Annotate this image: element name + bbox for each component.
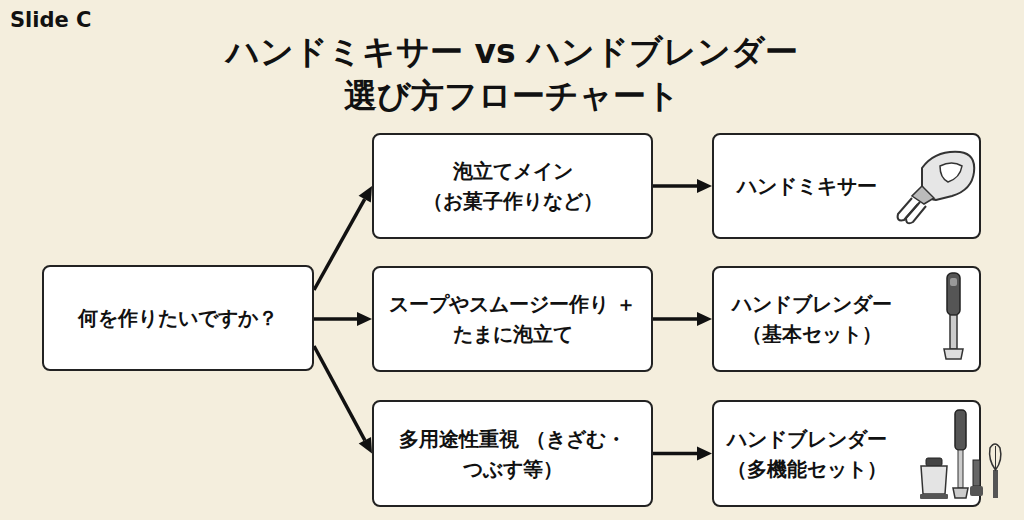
node-text: スープやスムージー作り ＋たまに泡立て (374, 289, 651, 349)
condition-box: 泡立てメイン （お菓子作りなど） (372, 133, 653, 239)
arrow-head (357, 312, 372, 326)
flow-arrow (653, 312, 712, 326)
arrow-line (314, 199, 365, 290)
node-text: 泡立てメイン （お菓子作りなど） (374, 156, 651, 216)
question-box: 何を作りたいですか？ (42, 265, 314, 371)
arrow-head (359, 437, 372, 454)
node-text: ハンドブレンダー （基本セット） (714, 289, 909, 349)
node-text: 多用途性重視 （きざむ・つぶす等） (374, 424, 651, 484)
node-text: ハンドミキサー (737, 171, 877, 201)
result-box: ハンドブレンダー （多機能セット） (712, 400, 981, 507)
arrow-head (697, 312, 712, 326)
flow-arrow (314, 186, 372, 290)
hand-mixer-illustration (898, 152, 975, 224)
hand-blender-illustration (944, 273, 963, 359)
flow-arrow (653, 179, 712, 193)
slide-label: Slide C (10, 8, 92, 32)
arrow-line (314, 346, 365, 440)
arrow-line (653, 184, 697, 188)
multi-set-illustration (920, 410, 1001, 499)
arrow-line (314, 317, 357, 321)
arrow-head (359, 186, 372, 203)
flow-arrow (314, 312, 372, 326)
arrow-line (653, 317, 697, 321)
node-text: 何を作りたいですか？ (78, 303, 278, 333)
arrow-head (697, 447, 712, 461)
slide-title: ハンドミキサー vs ハンドブレンダー 選び方フローチャート (162, 30, 862, 118)
arrow-line (653, 452, 697, 456)
flow-arrow (314, 346, 372, 454)
flow-arrow (653, 447, 712, 461)
condition-box: スープやスムージー作り ＋たまに泡立て (372, 266, 653, 372)
condition-box: 多用途性重視 （きざむ・つぶす等） (372, 400, 653, 507)
result-box: ハンドブレンダー （基本セット） (712, 266, 981, 372)
arrow-head (697, 179, 712, 193)
node-text: ハンドブレンダー （多機能セット） (714, 424, 899, 484)
result-box: ハンドミキサー (712, 133, 981, 239)
